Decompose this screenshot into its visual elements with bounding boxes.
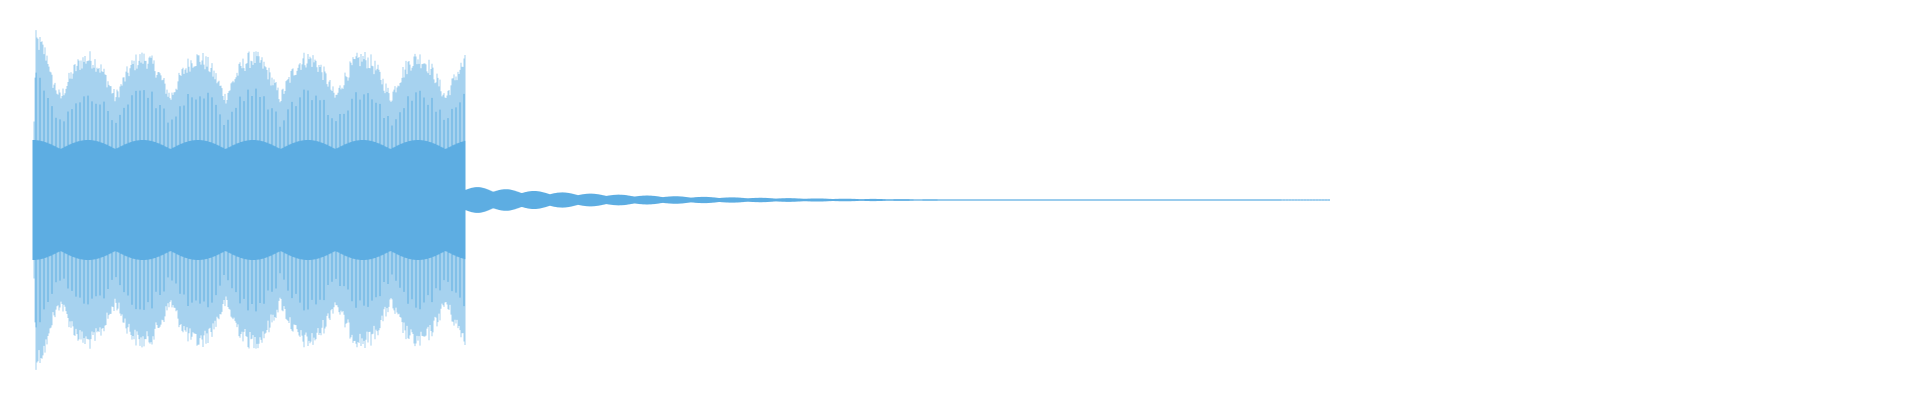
waveform-trace: [32, 30, 1330, 370]
waveform-center-band: [35, 178, 465, 222]
